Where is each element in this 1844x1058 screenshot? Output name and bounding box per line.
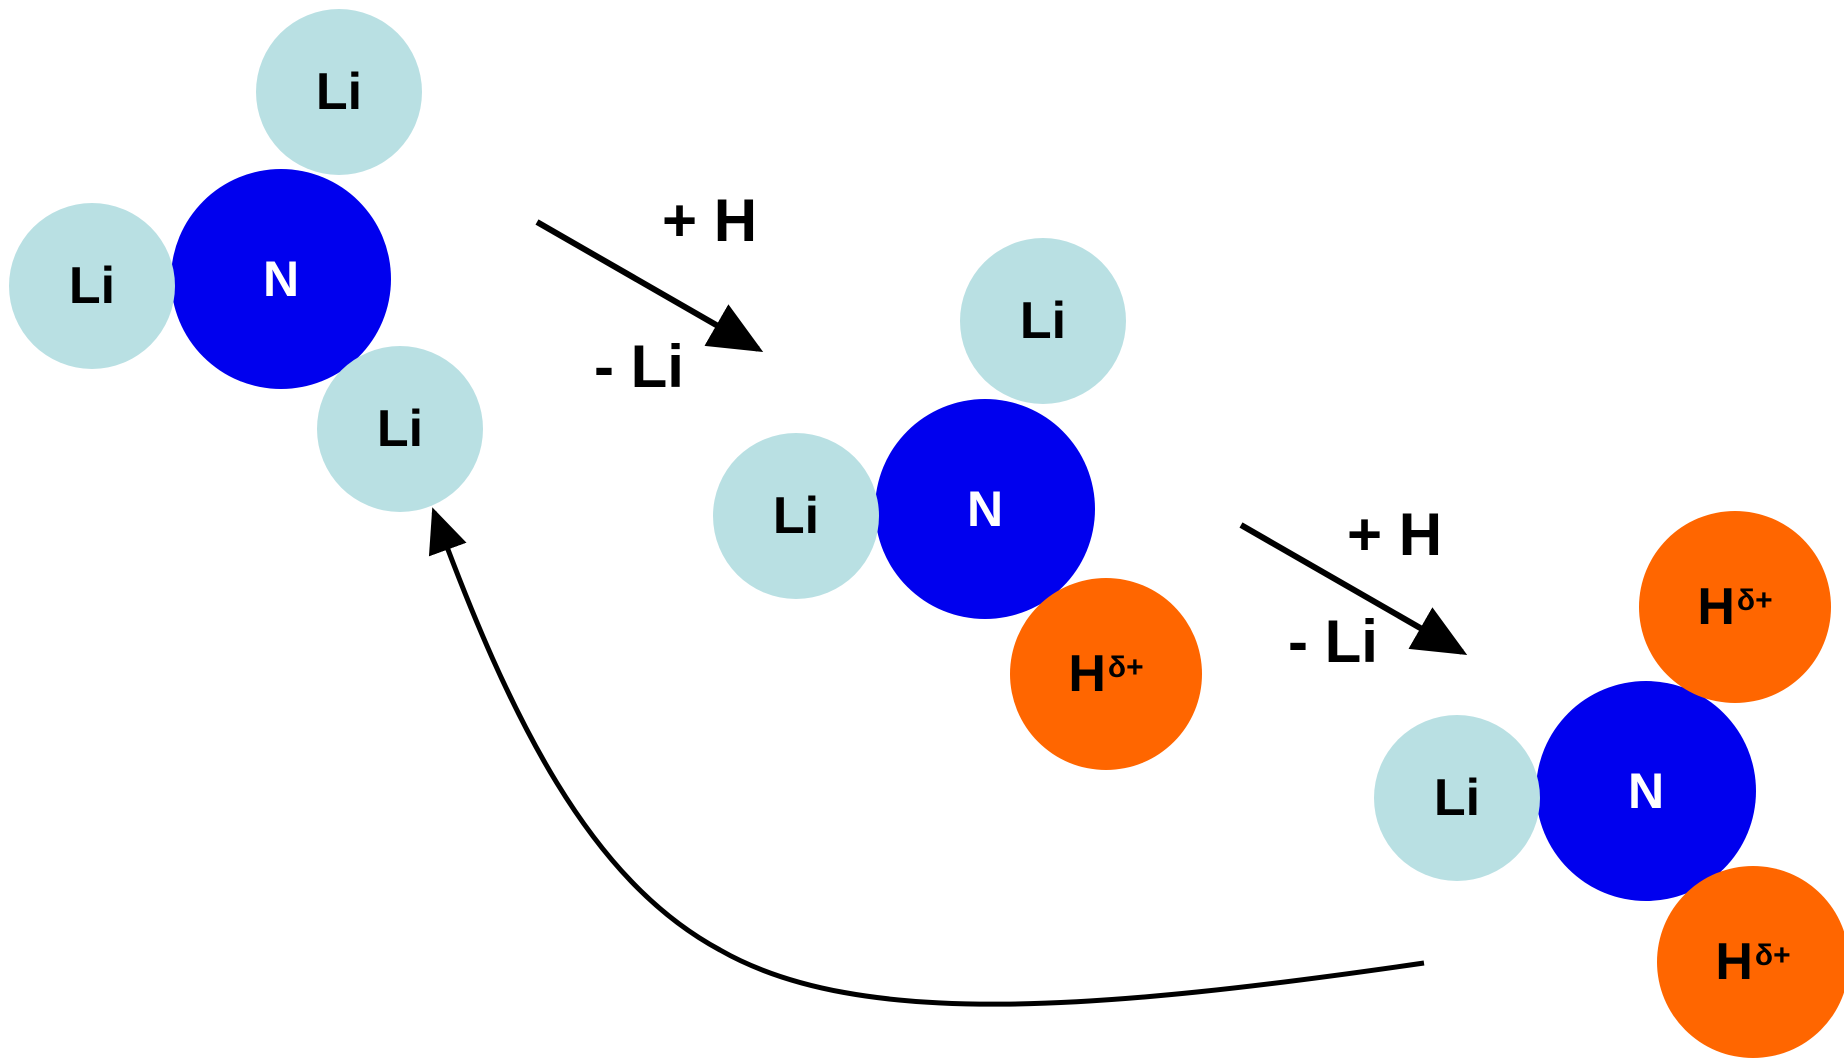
nitrogen-atom: N — [1536, 681, 1756, 901]
nitrogen-atom: N — [171, 169, 391, 389]
reaction-arrow-1 — [535, 219, 764, 352]
lithium-atom: Li — [713, 433, 879, 599]
lithium-atom: Li — [317, 346, 483, 512]
cycle-return-arrow — [428, 507, 1425, 1007]
lithium-atom: Li — [960, 238, 1126, 404]
step2-remove-label: - Li — [1288, 608, 1378, 675]
reaction-arrow-2 — [1239, 522, 1468, 655]
lithium-atom: Li — [1374, 715, 1540, 881]
nitrogen-atom: N — [875, 399, 1095, 619]
lithium-atom: Li — [9, 203, 175, 369]
step2-add-label: + H — [1347, 501, 1443, 568]
step1-add-label: + H — [662, 187, 758, 254]
step1-remove-label: - Li — [594, 333, 684, 400]
lithium-atom: Li — [256, 9, 422, 175]
